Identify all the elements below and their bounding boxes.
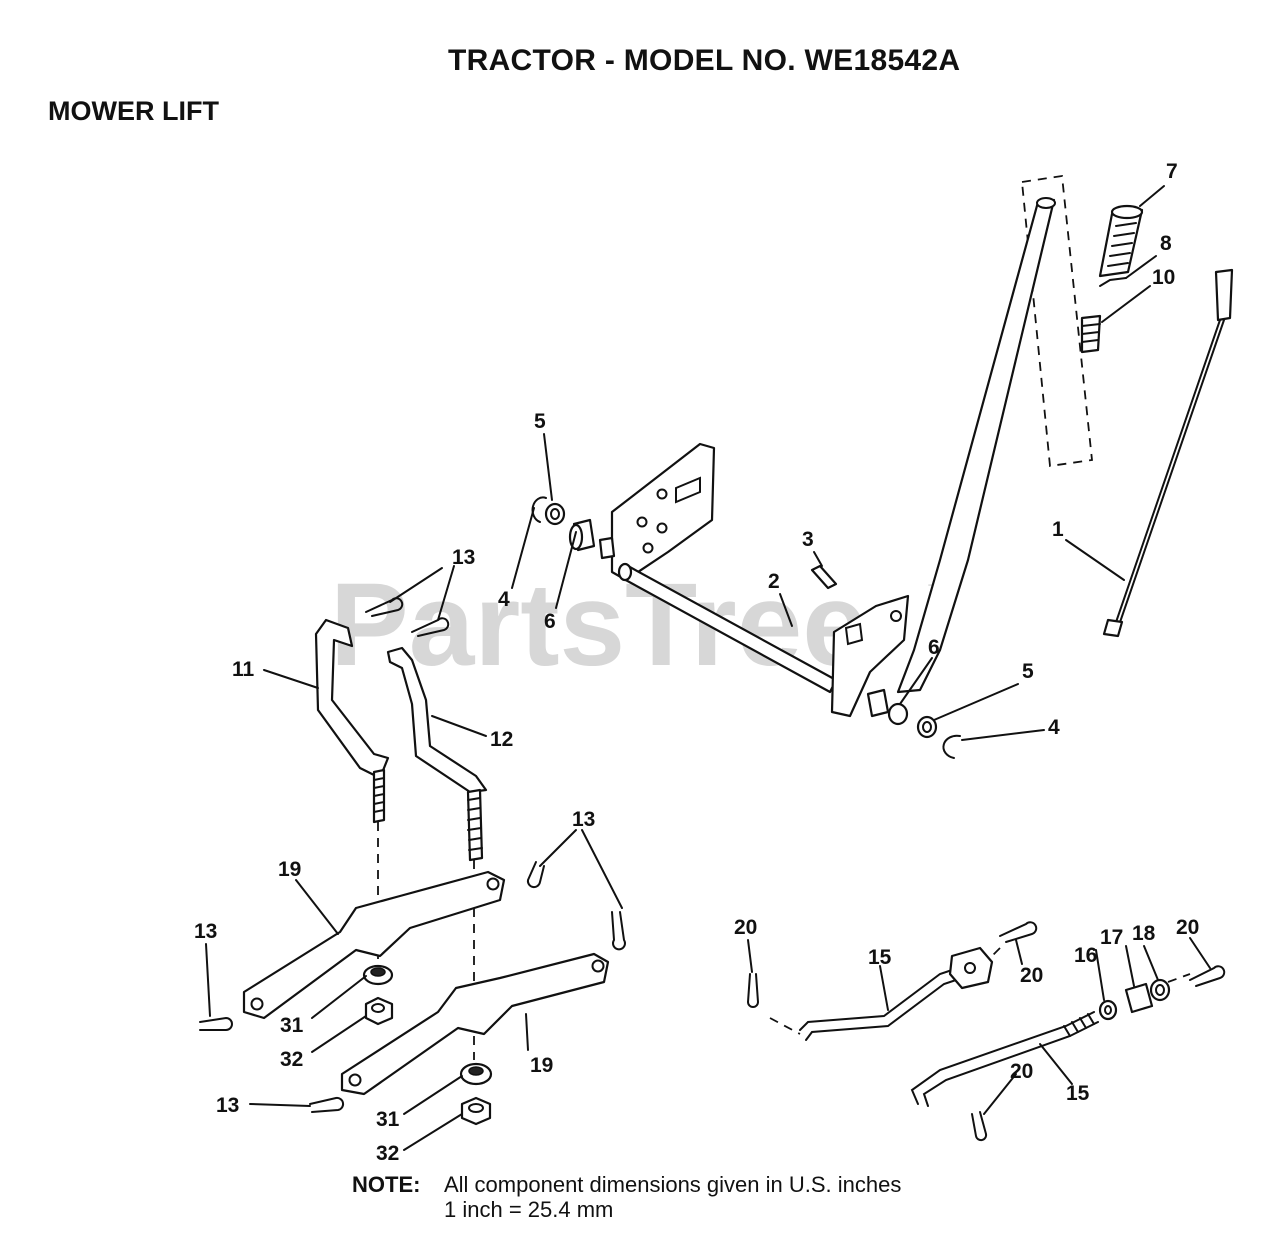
callout-6-upper: 6 [544,610,556,633]
callout-16: 16 [1074,944,1097,967]
callout-20-mid: 20 [1020,964,1043,987]
callout-17: 17 [1100,926,1123,949]
lift-arm-upper [242,870,506,1020]
lift-rod [1102,268,1234,638]
callout-5-lower: 5 [1022,660,1034,683]
washer-left [544,502,566,526]
spring-knob [1080,314,1102,354]
retaining-ring-left [531,496,547,523]
callout-32-upper: 32 [280,1048,303,1071]
callout-12: 12 [490,728,513,751]
callout-5-upper: 5 [534,410,546,433]
callout-6-lower: 6 [928,636,940,659]
callout-20-bottom: 20 [1010,1060,1033,1083]
callout-15-upper: 15 [868,946,892,969]
adjust-rod-upper [799,946,994,1041]
washer-right [916,715,938,739]
nut-lower [460,1096,492,1126]
callout-18: 18 [1132,922,1156,945]
mounting-plate [610,442,716,582]
note-line-2: 1 inch = 25.4 mm [444,1197,614,1222]
nut-upper [364,996,394,1026]
lift-arm-lower [340,952,610,1096]
lift-link-11 [314,618,390,824]
page-title: TRACTOR - MODEL NO. WE18542A [448,44,961,77]
callout-20-left: 20 [734,916,757,939]
grip-pin [1099,277,1127,287]
callout-13-top: 13 [452,546,475,569]
callout-3: 3 [802,528,814,551]
section-title: MOWER LIFT [48,96,219,126]
spacer-lower [459,1062,493,1086]
callout-31-lower: 31 [376,1108,400,1131]
callout-10: 10 [1152,266,1175,289]
retaining-ring-right [942,734,961,759]
callout-7: 7 [1166,160,1178,183]
spacer-upper [362,964,394,986]
watermark-text: PartsTree [330,559,868,691]
callout-20-right: 20 [1176,916,1199,939]
lift-handle [896,174,1093,694]
callout-31-upper: 31 [280,1014,304,1037]
callout-13-left: 13 [194,920,217,943]
callout-4-upper: 4 [498,588,510,611]
callout-19-lower: 19 [530,1054,553,1077]
dimension-note: NOTE: All component dimensions given in U… [352,1172,901,1222]
trunnion-hardware [1098,978,1171,1021]
handle-grip [1098,204,1144,278]
callout-19-upper: 19 [278,858,301,881]
handle-bracket [830,594,910,718]
callout-13-mid: 13 [572,808,595,831]
cotter-pin-3 [810,564,838,590]
callout-15-lower: 15 [1066,1082,1090,1105]
callout-32-lower: 32 [376,1142,399,1165]
adjust-rod-lower [910,1011,1099,1107]
callout-13-bottom: 13 [216,1094,239,1117]
callout-2: 2 [768,570,780,593]
bushing-right [866,688,909,726]
leader-lines [205,185,1211,1151]
callout-4-lower: 4 [1048,716,1060,739]
callout-11: 11 [232,658,255,681]
callout-1: 1 [1052,518,1064,541]
cross-shaft [598,536,838,694]
callout-8: 8 [1160,232,1172,255]
note-line-1: All component dimensions given in U.S. i… [444,1172,902,1197]
lift-link-12 [386,646,488,862]
hairpin-clips-lower-right [746,921,1226,1142]
bushing-left [568,518,596,552]
note-label: NOTE: [352,1172,421,1197]
